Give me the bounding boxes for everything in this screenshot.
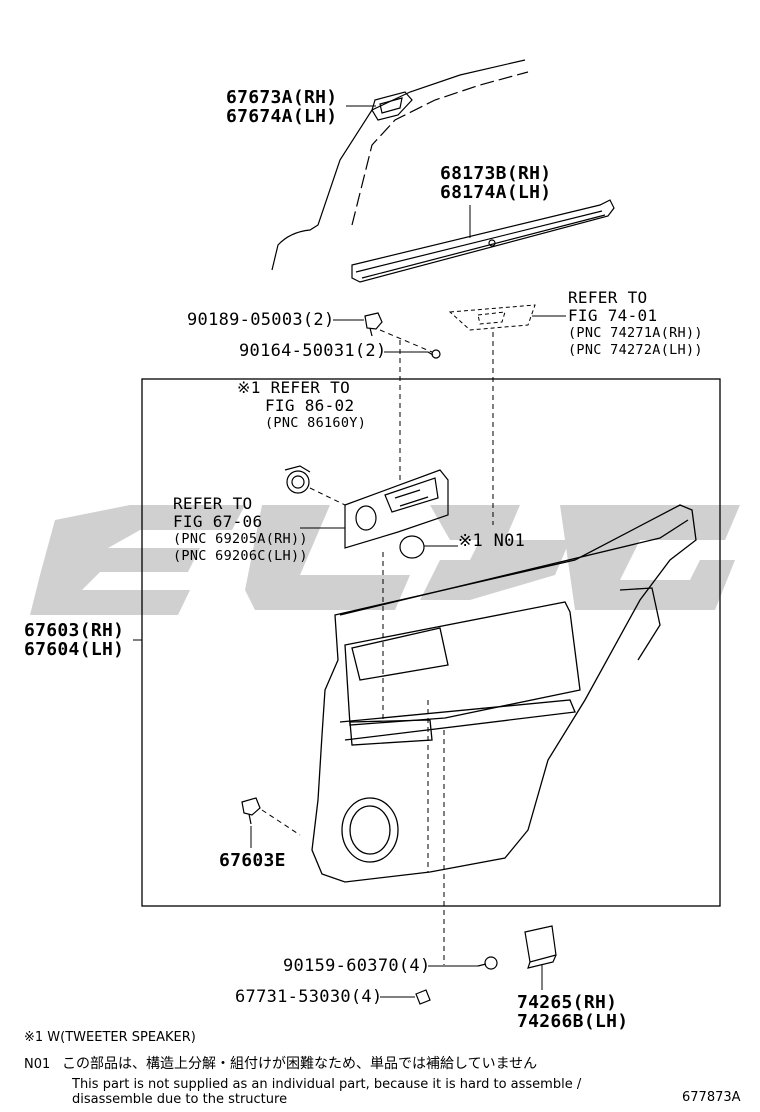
dash-67603e: [261, 809, 301, 836]
label-line: 67673A(RH): [226, 87, 338, 108]
label-line: ※1 REFER TO: [237, 378, 351, 397]
label-line: (PNC 74271A(RH)): [568, 325, 703, 341]
footnote-n01-en-1: This part is not supplied as an individu…: [72, 1077, 582, 1092]
label-67603: 67603(RH) 67604(LH): [24, 621, 124, 659]
label-67731: 67731-53030(4): [235, 987, 383, 1007]
label-line: REFER TO: [173, 494, 253, 513]
label-line: REFER TO: [568, 288, 648, 307]
label-ref-67-06: REFER TO FIG 67-06 (PNC 69205A(RH)) (PNC…: [173, 495, 308, 565]
label-line: FIG 74-01: [568, 306, 658, 325]
footnote-tweeter: ※1 W(TWEETER SPEAKER): [24, 1030, 196, 1045]
label-90164: 90164-50031(2): [239, 341, 387, 361]
label-line: (PNC 69205A(RH)): [173, 531, 308, 547]
label-68173b: 68173B(RH) 68174A(LH): [440, 164, 551, 202]
label-67673a: 67673A(RH) 67674A(LH): [226, 88, 337, 126]
footnote-n01-jp: この部品は、構造上分解・組付けが困難なため、単品では補給していません: [62, 1056, 538, 1072]
door-frame-outline: [271, 59, 529, 271]
label-line: (PNC 69206C(LH)): [173, 548, 308, 564]
label-ref-86-02: ※1 REFER TO FIG 86-02 (PNC 86160Y): [237, 379, 366, 432]
screw-90159: [477, 956, 498, 970]
door-panel-frame: [141, 378, 721, 907]
label-line: 68173B(RH): [440, 163, 552, 184]
armrest-bracket-part: [344, 469, 449, 549]
label-line: FIG 67-06: [173, 512, 263, 531]
label-ref-74-01: REFER TO FIG 74-01 (PNC 74271A(RH)) (PNC…: [568, 289, 703, 359]
footnote-n01-code: N01: [24, 1057, 51, 1072]
cover-74265: [524, 925, 557, 969]
label-line: 67674A(LH): [226, 106, 338, 127]
door-trim-panel: [311, 504, 697, 883]
n01-pad-part: [399, 535, 425, 559]
label-line: (PNC 74272A(LH)): [568, 342, 703, 358]
dash-90189: [379, 329, 433, 353]
label-line: 67604(LH): [24, 639, 125, 660]
belt-moulding-part: [351, 199, 615, 283]
footnote-n01-en-2: disassemble due to the structure: [72, 1092, 288, 1107]
dash-tweeter: [309, 487, 346, 506]
tweeter-speaker-part: [284, 465, 311, 494]
label-line: 67603(RH): [24, 620, 125, 641]
watermark-logo: [30, 505, 740, 615]
figure-id: 677873A: [682, 1090, 741, 1105]
label-line: 74265(RH): [517, 992, 618, 1013]
label-90159: 90159-60370(4): [283, 956, 431, 976]
label-n01: ※1 N01: [458, 531, 526, 551]
label-67603e: 67603E: [219, 850, 286, 871]
label-line: 74266B(LH): [517, 1011, 629, 1032]
clip-67603e: [241, 797, 261, 825]
label-74265: 74265(RH) 74266B(LH): [517, 993, 628, 1031]
clip-67731: [415, 989, 431, 1005]
label-90189: 90189-05003(2): [187, 310, 335, 330]
screw-90164: [427, 349, 441, 359]
switch-base-ref: [448, 304, 536, 331]
label-line: FIG 86-02: [265, 396, 355, 415]
label-line: (PNC 86160Y): [265, 415, 367, 431]
label-line: 68174A(LH): [440, 182, 552, 203]
clip-90189: [364, 312, 383, 337]
corner-cover-part: [371, 91, 413, 121]
